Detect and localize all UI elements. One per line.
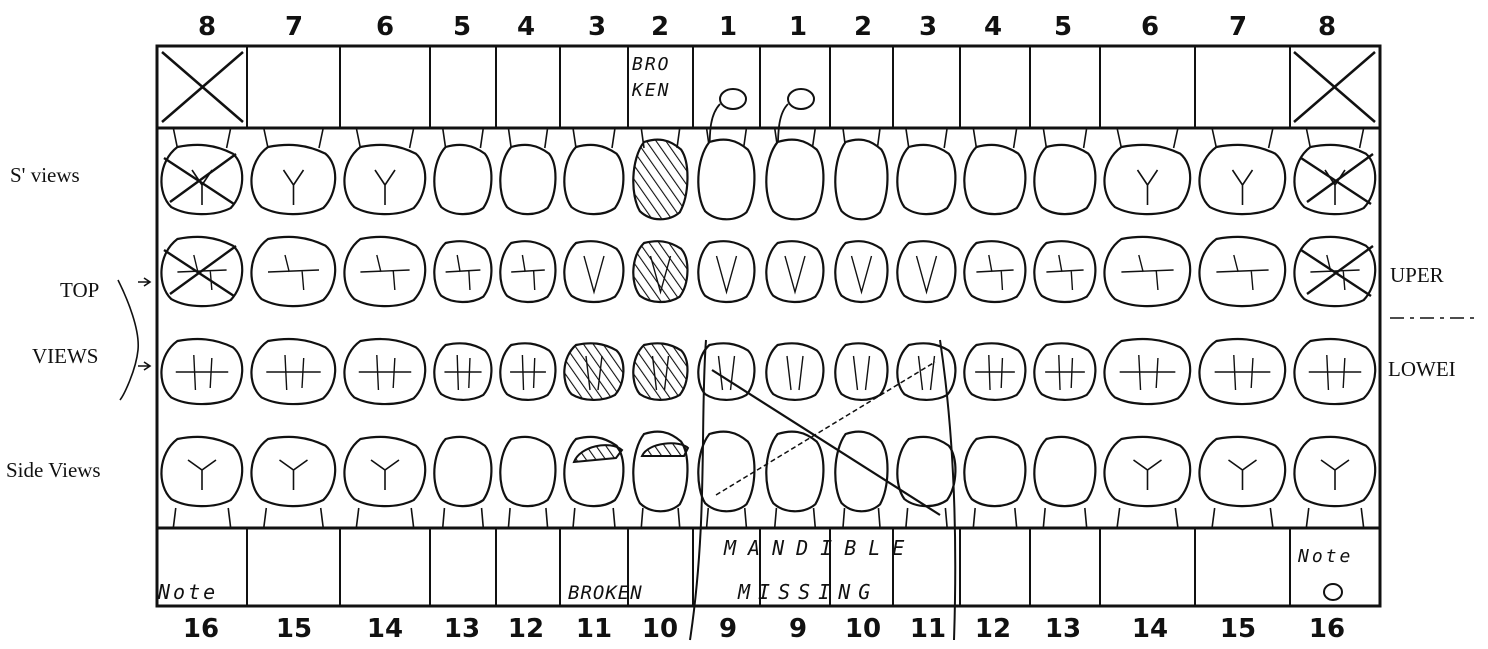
root-line — [677, 128, 680, 148]
upper-side-tooth — [964, 145, 1025, 214]
lower-top-tooth — [766, 343, 823, 400]
root-line — [906, 508, 908, 528]
root-line — [1084, 128, 1087, 148]
upper-side-tooth — [698, 140, 754, 220]
root-line — [1212, 508, 1215, 528]
lower-top-tooth — [633, 343, 687, 400]
root-line — [480, 128, 483, 148]
root-line — [1269, 128, 1273, 148]
lower-side-tooth — [766, 432, 823, 512]
root-line — [843, 508, 845, 528]
root-line — [906, 128, 909, 148]
upper-side-tooth — [1034, 145, 1095, 214]
root-line — [264, 128, 268, 148]
root-line — [264, 508, 267, 528]
root-line — [1212, 128, 1216, 148]
root-line — [1043, 508, 1045, 528]
root-line — [356, 508, 358, 528]
brace — [118, 280, 138, 400]
root-line — [613, 508, 615, 528]
upper-side-tooth — [434, 145, 491, 214]
brace-arrow — [138, 362, 150, 370]
root-line — [443, 508, 445, 528]
root-line — [546, 508, 548, 528]
lower-side-tooth — [500, 437, 555, 506]
root-line — [321, 508, 324, 528]
root-line — [411, 508, 413, 528]
root-line — [707, 508, 709, 528]
lower-side-tooth — [897, 437, 955, 506]
root-line — [573, 128, 576, 148]
root-line — [545, 128, 548, 148]
root-line — [1175, 508, 1178, 528]
lower-side-tooth — [434, 437, 491, 506]
root-line — [1014, 128, 1017, 148]
circled-mark — [720, 89, 746, 109]
root-line — [508, 508, 510, 528]
root-line — [410, 128, 414, 148]
root-line — [319, 128, 323, 148]
root-line — [1306, 128, 1310, 148]
root-line — [1085, 508, 1087, 528]
root-line — [1174, 128, 1178, 148]
root-line — [443, 128, 446, 148]
root-line — [1043, 128, 1046, 148]
root-line — [173, 128, 177, 148]
upper-side-tooth — [564, 145, 623, 214]
root-line — [678, 508, 680, 528]
root-line — [508, 128, 511, 148]
root-line — [573, 508, 575, 528]
root-line — [973, 128, 976, 148]
root-line — [878, 508, 880, 528]
root-line — [612, 128, 615, 148]
root-line — [1360, 128, 1364, 148]
root-line — [744, 128, 747, 148]
lower-side-tooth — [964, 437, 1025, 506]
root-line — [944, 128, 947, 148]
root-line — [973, 508, 975, 528]
root-line — [814, 508, 816, 528]
chart-frame — [157, 46, 1380, 606]
root-line — [482, 508, 484, 528]
lower-side-tooth — [698, 432, 754, 512]
lower-side-tooth — [1034, 437, 1095, 506]
lower-top-tooth — [835, 343, 887, 400]
brace-arrow — [138, 278, 150, 286]
upper-side-tooth — [633, 140, 687, 220]
root-line — [641, 508, 643, 528]
root-line — [1361, 508, 1363, 528]
upper-side-tooth — [766, 140, 823, 220]
root-line — [228, 508, 230, 528]
lower-side-tooth — [835, 432, 887, 512]
root-line — [745, 508, 747, 528]
root-line — [173, 508, 175, 528]
upper-side-tooth — [835, 140, 887, 220]
root-line — [1270, 508, 1273, 528]
upper-side-tooth — [897, 145, 955, 214]
circled-mark — [788, 89, 814, 109]
circled-mark — [1324, 584, 1342, 600]
root-line — [812, 128, 815, 148]
root-line — [227, 128, 231, 148]
root-line — [356, 128, 360, 148]
root-line — [1015, 508, 1017, 528]
root-line — [1306, 508, 1308, 528]
root-line — [945, 508, 947, 528]
root-line — [775, 508, 777, 528]
upper-side-tooth — [500, 145, 555, 214]
root-line — [1117, 508, 1120, 528]
root-line — [1117, 128, 1121, 148]
lower-top-tooth — [564, 343, 623, 400]
root-line — [877, 128, 880, 148]
